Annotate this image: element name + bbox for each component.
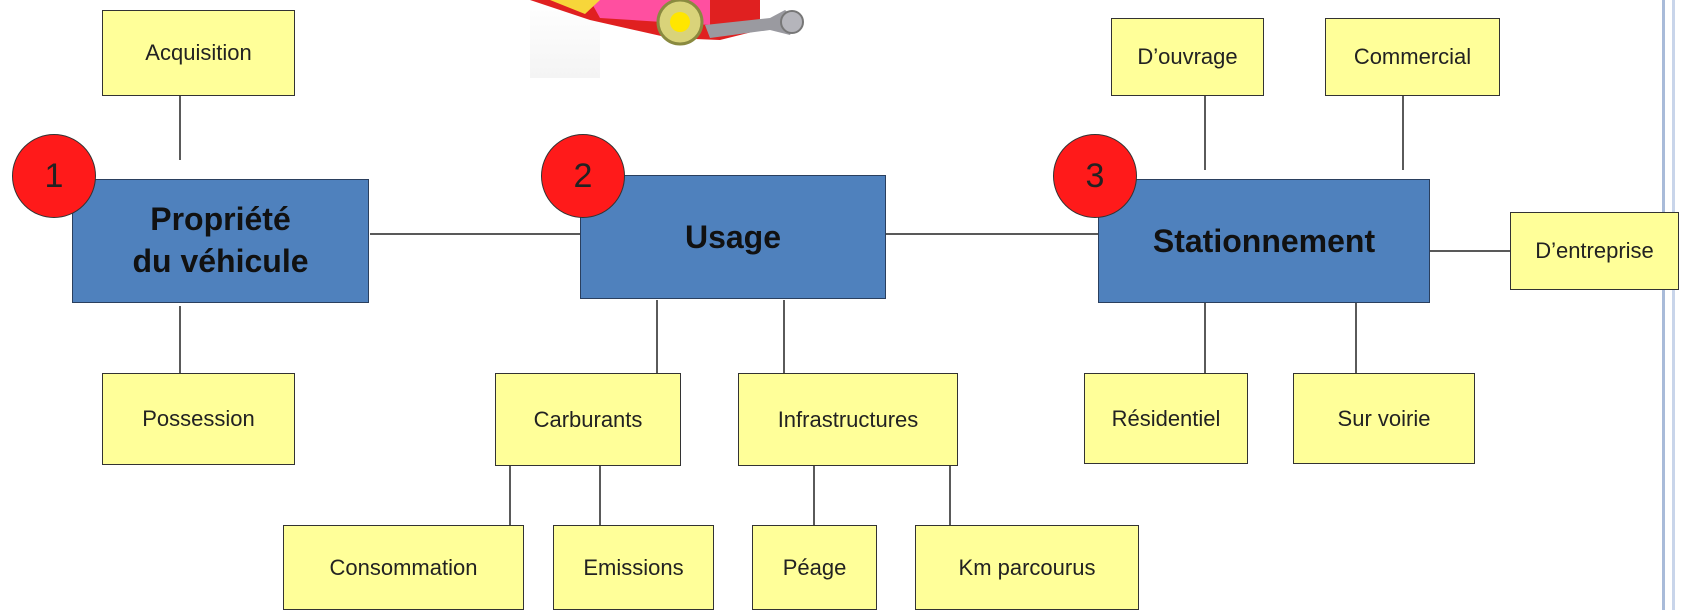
box-emissions: Emissions <box>553 525 714 610</box>
stage-badge-1: 1 <box>12 134 96 218</box>
label-acquisition: Acquisition <box>145 40 252 65</box>
label-carburants: Carburants <box>533 406 643 432</box>
label-emissions: Emissions <box>583 554 684 580</box>
stage-title-stationnement: Stationnement <box>1152 222 1376 259</box>
right-edge-bar <box>1662 0 1665 610</box>
stage-badge-2: 2 <box>541 134 625 218</box>
box-infrastructures: Infrastructures <box>738 373 958 466</box>
label-peage: Péage <box>782 554 847 580</box>
label-possession: Possession <box>142 406 255 431</box>
label-sur-voirie: Sur voirie <box>1337 405 1431 431</box>
toy-car-image <box>530 0 930 78</box>
stage-badge-3: 3 <box>1053 134 1137 218</box>
box-entreprise: D’entreprise <box>1510 212 1679 290</box>
label-residentiel: Résidentiel <box>1111 405 1221 431</box>
stage-number-2: 2 <box>573 156 593 195</box>
label-ouvrage: D’ouvrage <box>1137 44 1238 69</box>
box-peage: Péage <box>752 525 877 610</box>
box-km-parcourus: Km parcourus <box>915 525 1139 610</box>
label-entreprise: D’entreprise <box>1535 238 1654 263</box>
box-consommation: Consommation <box>283 525 524 610</box>
box-carburants: Carburants <box>495 373 681 466</box>
right-edge-bar-light <box>1672 0 1675 610</box>
box-possession: Possession <box>102 373 295 465</box>
stage-box-usage: Usage <box>580 175 886 299</box>
stage-number-1: 1 <box>44 156 64 195</box>
label-consommation: Consommation <box>329 554 478 580</box>
stage-number-3: 3 <box>1085 156 1105 195</box>
box-ouvrage: D’ouvrage <box>1111 18 1264 96</box>
stage-title-propriete: Propriété du véhicule <box>132 201 309 279</box>
label-commercial: Commercial <box>1353 44 1472 69</box>
box-acquisition: Acquisition <box>102 10 295 96</box>
stage-box-propriete: Propriété du véhicule <box>72 179 369 303</box>
label-km-parcourus: Km parcourus <box>958 554 1096 580</box>
stage-title-usage: Usage <box>684 218 782 255</box>
toy-car-drawing <box>530 0 930 78</box>
box-residentiel: Résidentiel <box>1084 373 1248 464</box>
box-commercial: Commercial <box>1325 18 1500 96</box>
stage-box-stationnement: Stationnement <box>1098 179 1430 303</box>
label-infrastructures: Infrastructures <box>777 406 919 432</box>
box-sur-voirie: Sur voirie <box>1293 373 1475 464</box>
